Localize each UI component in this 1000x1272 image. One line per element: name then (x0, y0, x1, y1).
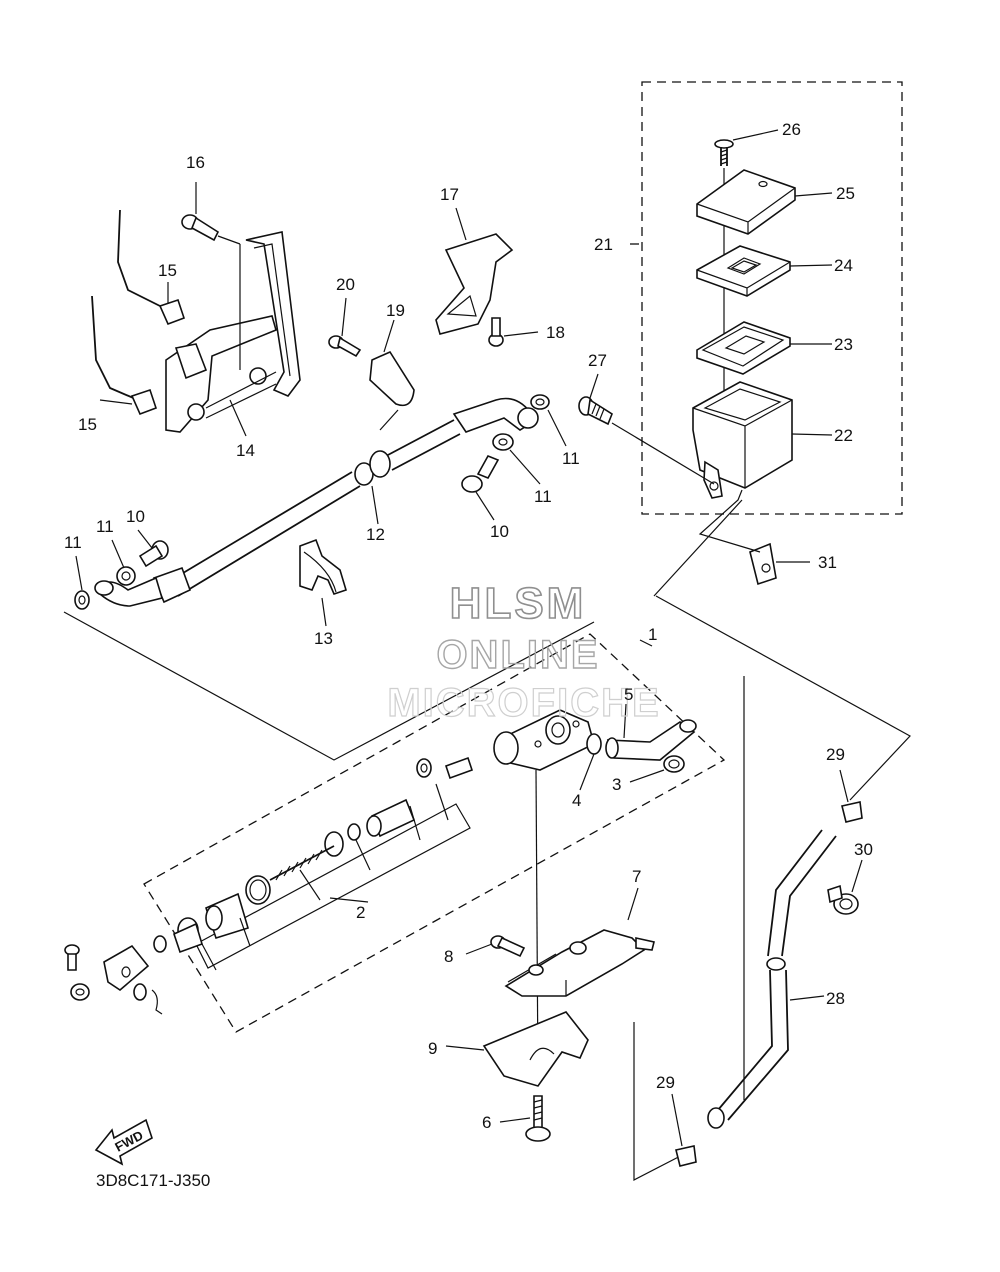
callout-5: 5 (624, 685, 633, 704)
watermark-line2: ONLINE (436, 633, 599, 677)
part-2-master-cylinder-kit[interactable] (173, 756, 474, 971)
part-3-circlip[interactable] (629, 755, 685, 783)
callout-31: 31 (818, 553, 837, 572)
callout-29b: 29 (656, 1073, 675, 1092)
callout-12: 12 (366, 525, 385, 544)
callout-28: 28 (826, 989, 845, 1008)
callout-21: 21 (594, 235, 613, 254)
watermark-line3: MICROFICHE (387, 681, 660, 725)
part-27-bolt[interactable] (578, 373, 715, 485)
callout-29a: 29 (826, 745, 845, 764)
part-10-union-bolts[interactable] (137, 454, 500, 568)
part-9-protector-cover[interactable] (445, 1011, 589, 1087)
watermark: HLSM ONLINE MICROFICHE (387, 578, 660, 725)
master-cylinder-group-box (143, 633, 726, 1033)
callout-11c: 11 (562, 449, 580, 468)
part-6-bolt[interactable] (499, 1095, 551, 1142)
part-4-o-ring[interactable] (579, 733, 602, 791)
part-1-master-cylinder-body[interactable] (493, 709, 595, 771)
callout-13: 13 (314, 629, 333, 648)
reservoir-group-box (630, 81, 903, 515)
callout-6: 6 (482, 1113, 491, 1132)
part-11-washers[interactable] (74, 394, 567, 610)
connector-lines (63, 595, 911, 1181)
callout-11b: 11 (96, 517, 114, 536)
callout-20: 20 (336, 275, 355, 294)
part-16-bolt[interactable] (181, 182, 241, 370)
part-23-diaphragm[interactable] (696, 321, 832, 375)
part-7-cylinder-bracket[interactable] (504, 887, 655, 997)
part-30-hose-clamp[interactable] (827, 859, 863, 915)
callout-11d: 11 (534, 487, 552, 506)
callout-23: 23 (834, 335, 853, 354)
callout-14: 14 (236, 441, 255, 460)
callout-1: 1 (648, 625, 657, 644)
callout-17: 17 (440, 185, 459, 204)
clevis-assembly[interactable] (64, 935, 167, 1015)
callout-25: 25 (836, 184, 855, 203)
callout-19: 19 (386, 301, 405, 320)
callout-15b: 15 (78, 415, 97, 434)
callout-11a: 11 (64, 533, 82, 552)
callout-27: 27 (588, 351, 607, 370)
part-12-clutch-hose[interactable] (94, 397, 539, 607)
part-19-hose-clamp[interactable] (369, 319, 415, 431)
callout-18: 18 (546, 323, 565, 342)
callout-9: 9 (428, 1039, 437, 1058)
part-24-diaphragm-plate[interactable] (696, 245, 833, 297)
part-22-reservoir[interactable] (692, 381, 833, 499)
part-28-reservoir-hose[interactable] (707, 829, 837, 1129)
callout-2: 2 (356, 903, 365, 922)
diagram-code: 3D8C171-J350 (96, 1171, 210, 1190)
part-25-reservoir-cap[interactable] (696, 169, 833, 235)
callout-8: 8 (444, 947, 453, 966)
part-26-screw[interactable] (714, 129, 779, 166)
part-8-bolt[interactable] (465, 935, 526, 958)
part-14-mounting-bracket[interactable] (165, 231, 301, 437)
callout-10a: 10 (126, 507, 145, 526)
callout-24: 24 (834, 256, 853, 275)
watermark-line1: HLSM (450, 579, 587, 628)
part-5-joint-pipe[interactable] (605, 703, 697, 761)
part-17-bracket[interactable] (435, 207, 514, 335)
part-15-cable-bands[interactable] (91, 209, 186, 416)
callout-10b: 10 (490, 522, 509, 541)
part-29-hose-clips[interactable] (671, 769, 863, 1167)
callout-22: 22 (834, 426, 853, 445)
part-20-bolt[interactable] (328, 297, 362, 358)
callout-4: 4 (572, 791, 581, 810)
callout-7: 7 (632, 867, 641, 886)
callout-26: 26 (782, 120, 801, 139)
callouts: 1 2 3 4 5 6 7 8 9 10 10 11 11 11 11 12 1… (64, 120, 873, 1132)
callout-30: 30 (854, 840, 873, 859)
callout-15a: 15 (158, 261, 177, 280)
part-18-bolt[interactable] (488, 317, 539, 347)
callout-3: 3 (612, 775, 621, 794)
part-31-clip[interactable] (653, 489, 810, 597)
part-13-hose-bracket[interactable] (299, 538, 347, 627)
callout-16: 16 (186, 153, 205, 172)
fwd-arrow: FWD (94, 1118, 153, 1166)
